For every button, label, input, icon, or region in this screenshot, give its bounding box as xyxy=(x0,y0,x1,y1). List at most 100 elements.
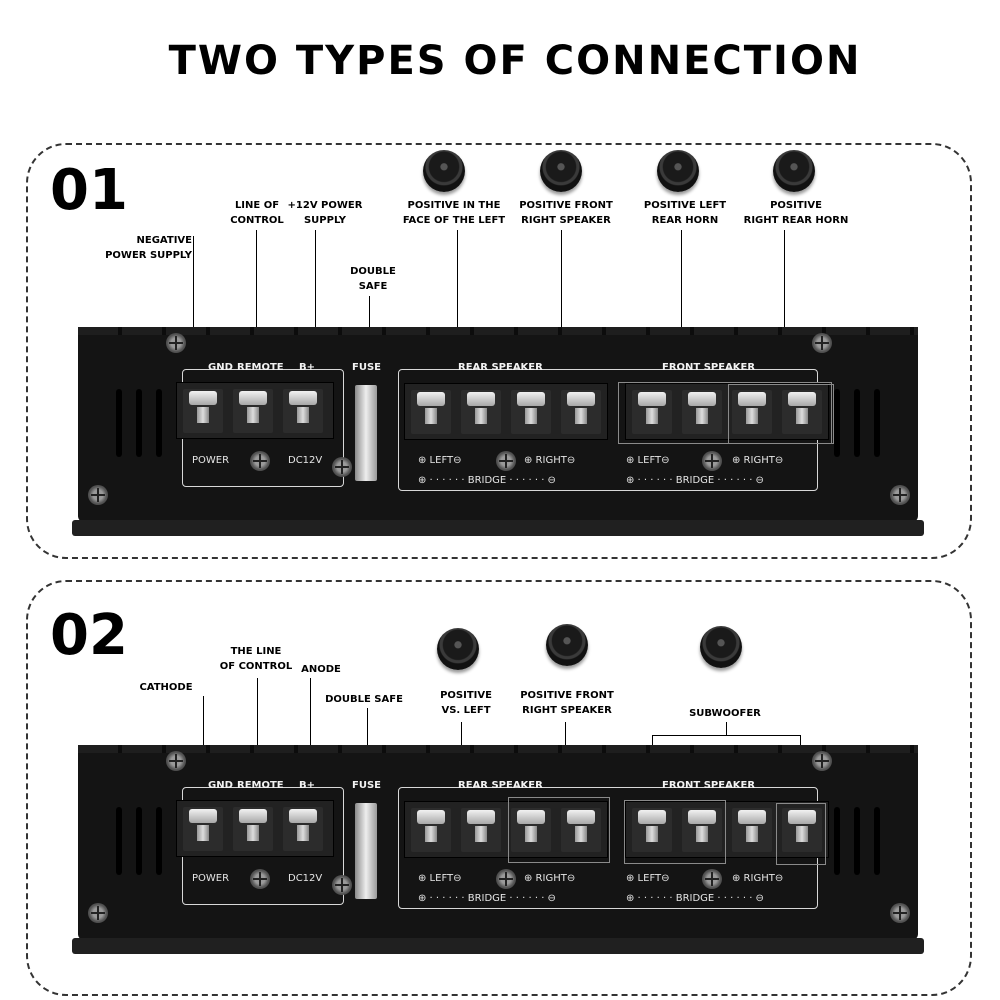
label-remote: REMOTE xyxy=(237,362,284,373)
front-right-pos-terminal[interactable] xyxy=(732,390,772,434)
highlight-box xyxy=(728,384,834,444)
rear-left-neg-terminal[interactable] xyxy=(461,808,501,852)
label-bplus: B+ xyxy=(299,362,316,373)
front-left-neg-terminal[interactable] xyxy=(682,390,722,434)
label-rear-left: ⊕ LEFT⊖ xyxy=(418,873,462,884)
label-front-left: ⊕ LEFT⊖ xyxy=(626,455,670,466)
gnd-terminal[interactable] xyxy=(183,389,223,433)
speaker-icon xyxy=(423,150,465,192)
rear-right-pos-terminal[interactable] xyxy=(511,390,551,434)
label-dc12v: DC12V xyxy=(288,873,323,884)
label-anode: ANODE xyxy=(301,664,341,675)
gnd-terminal[interactable] xyxy=(183,807,223,851)
rear-right-neg-terminal[interactable] xyxy=(561,390,601,434)
screw-icon xyxy=(702,451,722,471)
front-left-pos-terminal[interactable] xyxy=(632,808,672,852)
remote-terminal[interactable] xyxy=(233,807,273,851)
panel-1-number: 01 xyxy=(50,158,128,223)
label-speaker-2: POSITIVE FRONT RIGHT SPEAKER xyxy=(519,200,613,226)
front-left-pos-terminal[interactable] xyxy=(632,390,672,434)
vent-slot xyxy=(116,807,122,875)
label-double-safe: DOUBLE SAFE xyxy=(350,266,396,292)
label-12v-power-supply: +12V POWER SUPPLY xyxy=(287,200,363,226)
heatsink-fins xyxy=(78,745,918,753)
power-terminal-block xyxy=(176,382,334,439)
label-bplus: B+ xyxy=(299,780,316,791)
highlight-box xyxy=(776,803,826,865)
label-rear-bridge: ⊕ · · · · · · BRIDGE · · · · · · ⊖ xyxy=(418,475,556,486)
label-rear-right: ⊕ RIGHT⊖ xyxy=(524,873,576,884)
pointer-line xyxy=(681,230,682,398)
label-remote: REMOTE xyxy=(237,780,284,791)
vent-slot xyxy=(156,389,162,457)
front-left-neg-terminal[interactable] xyxy=(682,808,722,852)
vent-slot xyxy=(136,807,142,875)
rear-terminal-block xyxy=(404,383,608,440)
amplifier-base xyxy=(72,520,924,536)
highlight-box xyxy=(624,800,726,864)
speaker-icon xyxy=(540,150,582,192)
label-gnd: GND xyxy=(208,780,233,791)
heatsink-fins xyxy=(78,327,918,335)
speaker-icon xyxy=(773,150,815,192)
panel-2-number: 02 xyxy=(50,603,128,668)
screw-icon xyxy=(166,333,186,353)
label-dc12v: DC12V xyxy=(288,455,323,466)
amplifier-base xyxy=(72,938,924,954)
front-terminal-block xyxy=(625,383,829,440)
label-front-speaker: FRONT SPEAKER xyxy=(662,780,756,791)
screw-icon xyxy=(332,875,352,895)
highlight-box xyxy=(508,797,610,863)
rear-terminal-block xyxy=(404,801,608,858)
remote-terminal[interactable] xyxy=(233,389,273,433)
label-rear-speaker: REAR SPEAKER xyxy=(458,780,543,791)
label-rear-left: ⊕ LEFT⊖ xyxy=(418,455,462,466)
label-fuse: FUSE xyxy=(352,780,381,791)
rear-left-neg-terminal[interactable] xyxy=(461,390,501,434)
fuse[interactable] xyxy=(355,803,377,899)
front-terminal-block xyxy=(625,801,829,858)
screw-icon xyxy=(890,903,910,923)
label-gnd: GND xyxy=(208,362,233,373)
fuse[interactable] xyxy=(355,385,377,481)
screw-icon xyxy=(88,903,108,923)
rear-left-pos-terminal[interactable] xyxy=(411,390,451,434)
bplus-terminal[interactable] xyxy=(283,389,323,433)
screw-icon xyxy=(812,751,832,771)
label-subwoofer: SUBWOOFER xyxy=(689,708,761,719)
label-speaker-3: POSITIVE LEFT REAR HORN xyxy=(643,200,727,226)
screw-icon xyxy=(812,333,832,353)
label-cathode: CATHODE xyxy=(139,682,193,693)
label-speaker-1: POSITIVE IN THE FACE OF THE LEFT xyxy=(402,200,506,226)
rear-left-pos-terminal[interactable] xyxy=(411,808,451,852)
vent-slot xyxy=(136,389,142,457)
pointer-line xyxy=(315,230,316,398)
front-right-neg-terminal[interactable] xyxy=(782,390,822,434)
amplifier-1: GND REMOTE B+ POWER DC12V FUSE REAR SPEA… xyxy=(72,327,924,536)
label-rear-speaker: REAR SPEAKER xyxy=(458,362,543,373)
bplus-terminal[interactable] xyxy=(283,807,323,851)
screw-icon xyxy=(250,869,270,889)
rear-right-pos-terminal[interactable] xyxy=(511,808,551,852)
front-right-neg-terminal[interactable] xyxy=(782,808,822,852)
label-rear-bridge: ⊕ · · · · · · BRIDGE · · · · · · ⊖ xyxy=(418,893,556,904)
pointer-line xyxy=(726,722,727,736)
pointer-line xyxy=(457,230,458,398)
screw-icon xyxy=(250,451,270,471)
label-fuse: FUSE xyxy=(352,362,381,373)
label-line-of-control: LINE OF CONTROL xyxy=(230,200,284,226)
screw-icon xyxy=(166,751,186,771)
pointer-line xyxy=(784,230,785,398)
vent-slot xyxy=(854,807,860,875)
screw-icon xyxy=(332,457,352,477)
label-line-of-control-2: THE LINE OF CONTROL xyxy=(219,646,293,672)
speaker-icon xyxy=(546,624,588,666)
amplifier-2: GND REMOTE B+ POWER DC12V FUSE REAR SPEA… xyxy=(72,745,924,954)
rear-right-neg-terminal[interactable] xyxy=(561,808,601,852)
screw-icon xyxy=(88,485,108,505)
vent-slot xyxy=(874,389,880,457)
front-right-pos-terminal[interactable] xyxy=(732,808,772,852)
label-power: POWER xyxy=(192,873,230,884)
power-terminal-block xyxy=(176,800,334,857)
label-front-bridge: ⊕ · · · · · · BRIDGE · · · · · · ⊖ xyxy=(626,893,764,904)
